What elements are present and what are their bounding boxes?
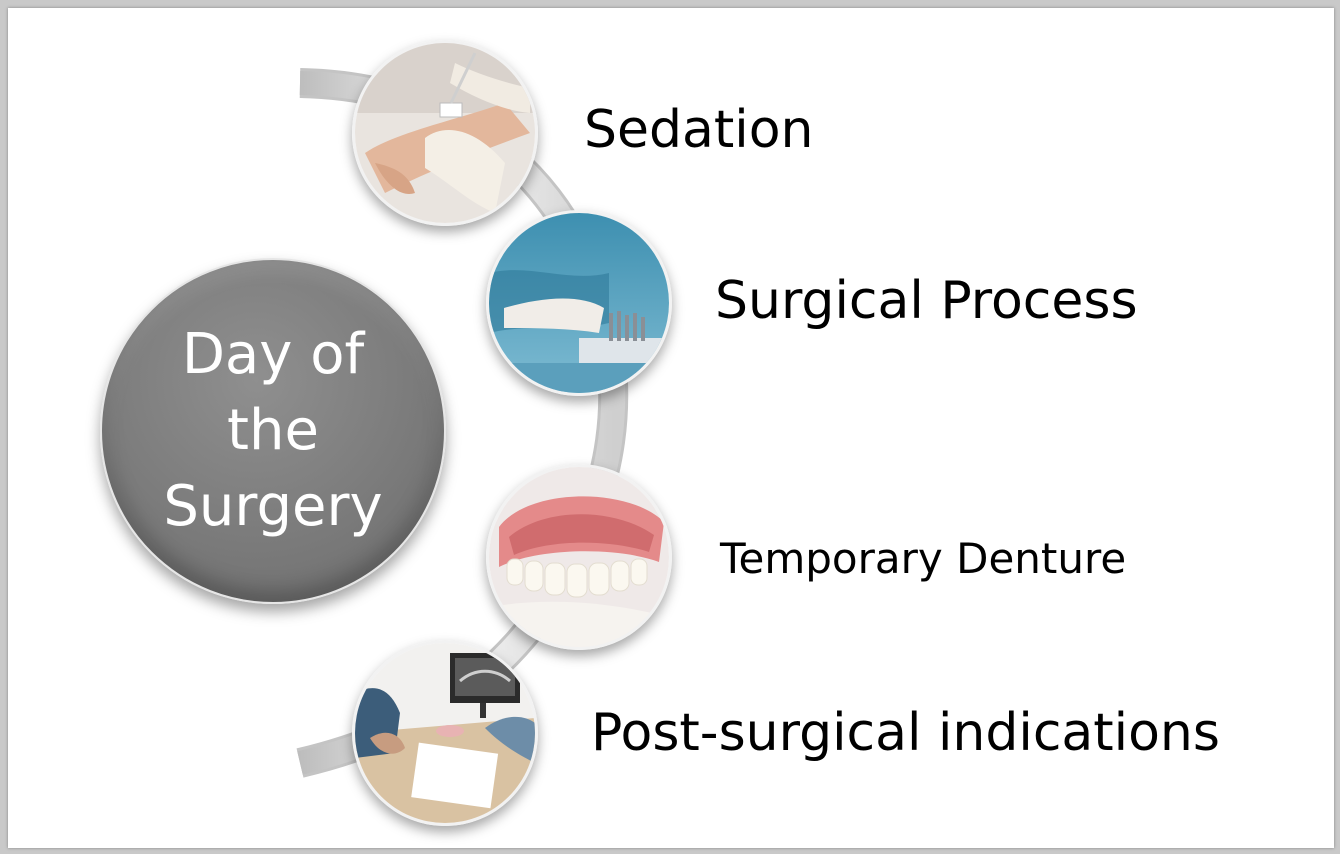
denture-photo-icon bbox=[486, 464, 672, 650]
item-label-post-surgical-indications: Post-surgical indications bbox=[591, 703, 1220, 763]
center-title: Day of the Surgery bbox=[143, 317, 403, 545]
item-label-surgical-process: Surgical Process bbox=[715, 271, 1138, 331]
surgical-instruments-photo-icon bbox=[486, 210, 672, 396]
item-label-temporary-denture: Temporary Denture bbox=[720, 534, 1126, 583]
item-label-sedation: Sedation bbox=[584, 100, 813, 160]
slide: Day of the Surgery bbox=[8, 8, 1334, 848]
center-hub: Day of the Surgery bbox=[100, 258, 446, 604]
consultation-photo-icon bbox=[352, 640, 538, 826]
iv-sedation-photo-icon bbox=[352, 40, 538, 226]
